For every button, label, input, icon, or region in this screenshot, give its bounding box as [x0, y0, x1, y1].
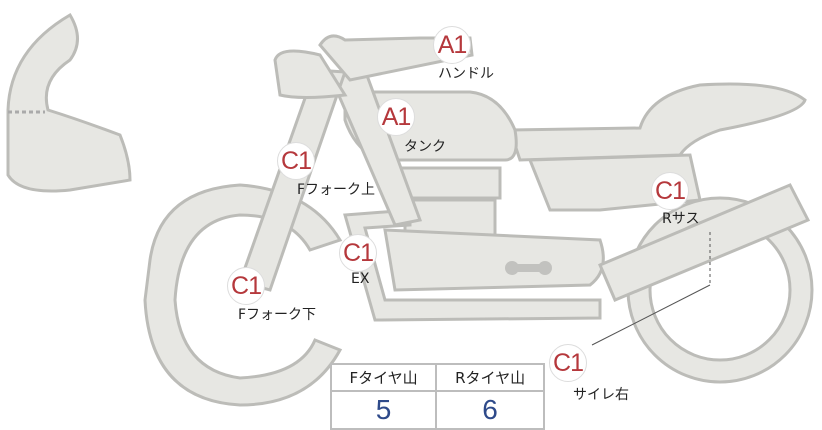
label-ex: EX: [351, 271, 370, 287]
value-front-tire: 5: [329, 390, 438, 430]
grade-badge-handle[interactable]: A1: [433, 26, 471, 64]
tire-tread-table: Fタイヤ山 Rタイヤ山 5 6: [329, 363, 545, 430]
grade-badge-rear-suspension[interactable]: C1: [651, 172, 689, 210]
muffler: [598, 183, 811, 302]
value-rear-tire: 6: [435, 390, 545, 430]
label-fork-upper: Fフォーク上: [297, 182, 376, 198]
grade-badge-muffler-right[interactable]: C1: [549, 344, 587, 382]
grade-badge-ex[interactable]: C1: [339, 234, 377, 272]
cowl-part: [6, 12, 132, 193]
label-tank: タンク: [404, 139, 446, 155]
header-front-tire: Fタイヤ山: [329, 363, 438, 392]
label-rear-suspension: Rサス: [662, 211, 700, 227]
label-muffler-right: サイレ右: [573, 387, 629, 403]
front-fork: [238, 68, 348, 292]
grade-badge-tank[interactable]: A1: [377, 98, 415, 136]
label-fork-lower: Fフォーク下: [238, 307, 317, 323]
label-handle: ハンドル: [438, 66, 494, 82]
header-rear-tire: Rタイヤ山: [435, 363, 545, 392]
grade-badge-fork-lower[interactable]: C1: [227, 267, 265, 305]
grade-badge-fork-upper[interactable]: C1: [277, 142, 315, 180]
